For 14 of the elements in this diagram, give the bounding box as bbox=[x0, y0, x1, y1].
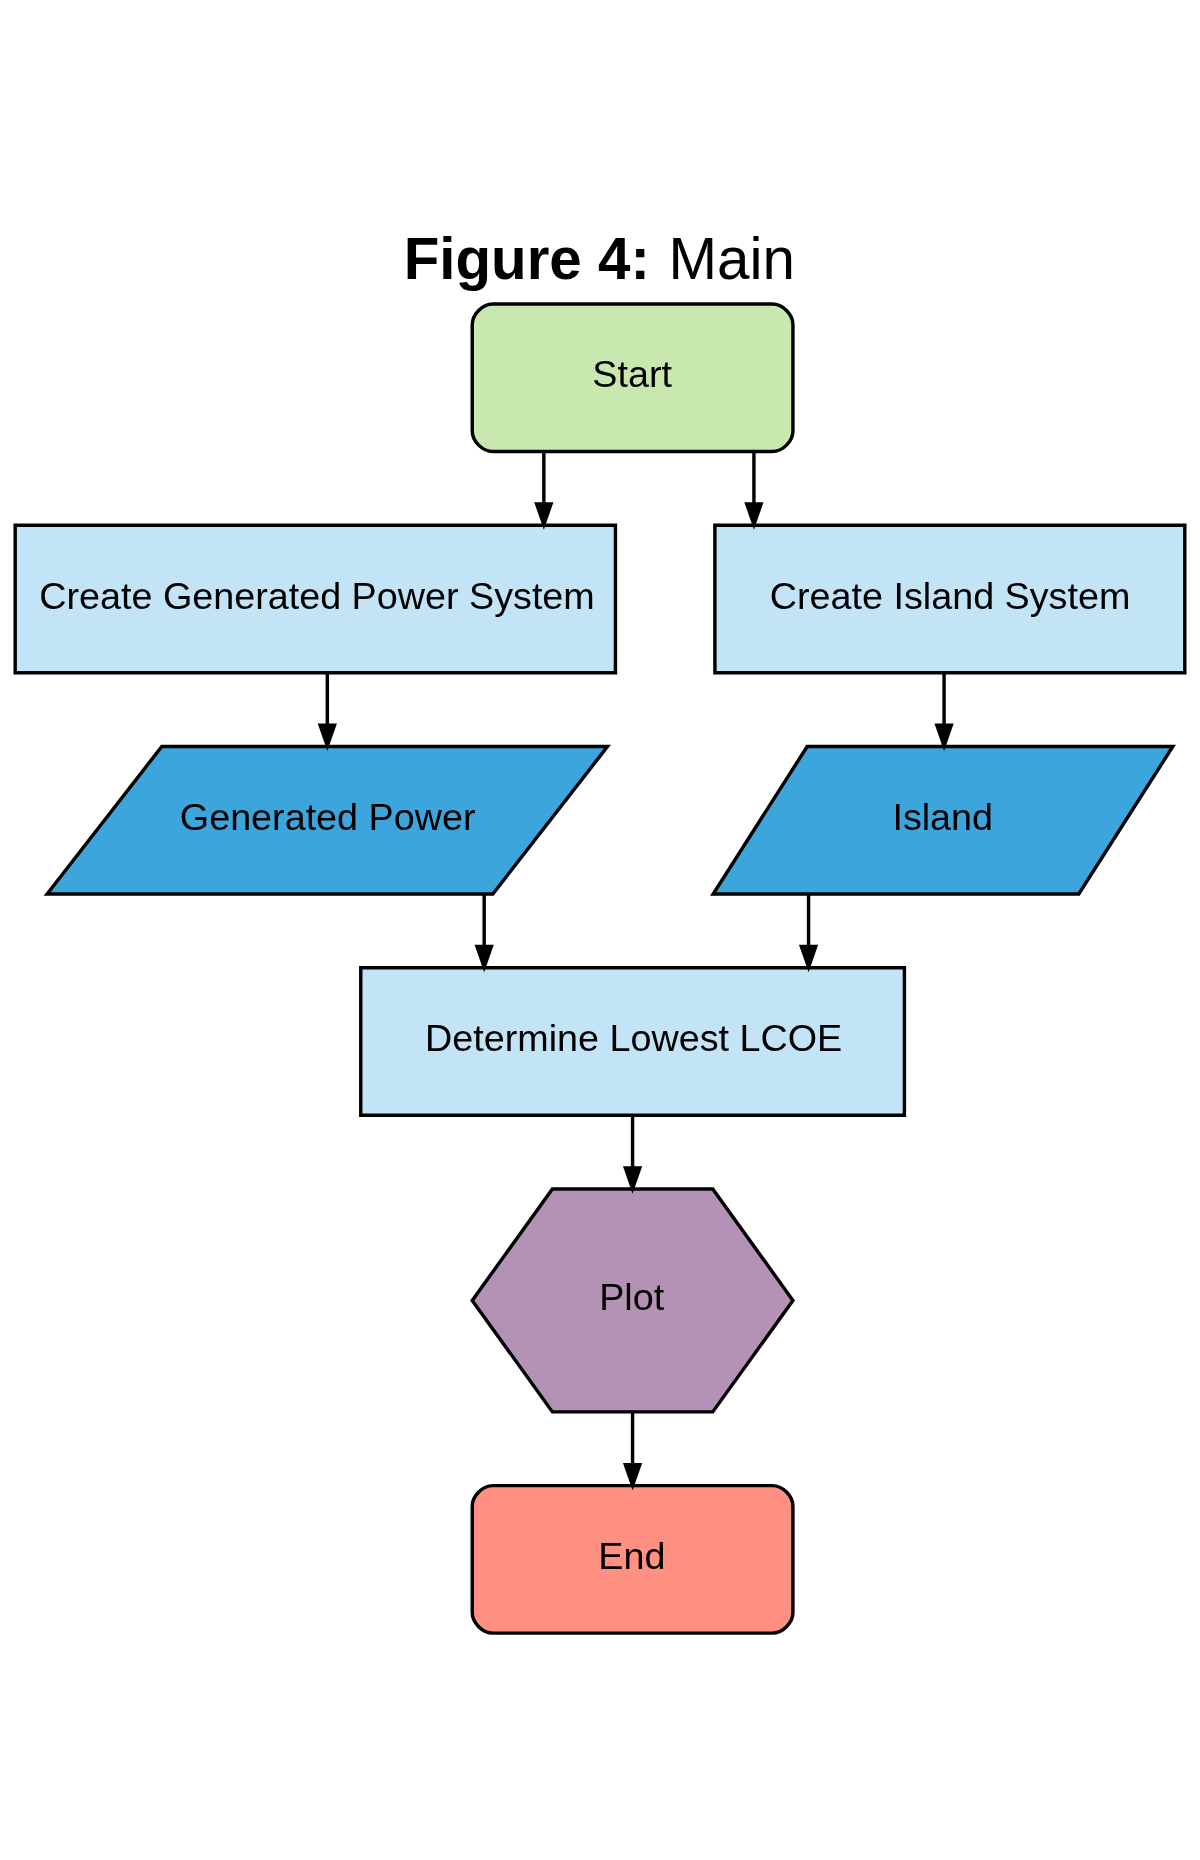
arrow bbox=[534, 452, 554, 530]
arrow bbox=[798, 894, 819, 973]
node-box: Start bbox=[470, 302, 795, 454]
node-box: Create Island System bbox=[713, 523, 1187, 675]
node-box: Determine Lowest LCOE bbox=[359, 966, 907, 1117]
arrow bbox=[744, 452, 764, 530]
arrow bbox=[934, 673, 954, 751]
arrow bbox=[622, 1115, 643, 1194]
node-box: Create Generated Power System bbox=[13, 523, 618, 675]
arrow bbox=[622, 1412, 643, 1491]
arrow bbox=[474, 894, 494, 973]
diagram-title: Figure 4: Main bbox=[403, 225, 795, 291]
arrow bbox=[317, 673, 337, 751]
node-box: End bbox=[470, 1483, 795, 1635]
